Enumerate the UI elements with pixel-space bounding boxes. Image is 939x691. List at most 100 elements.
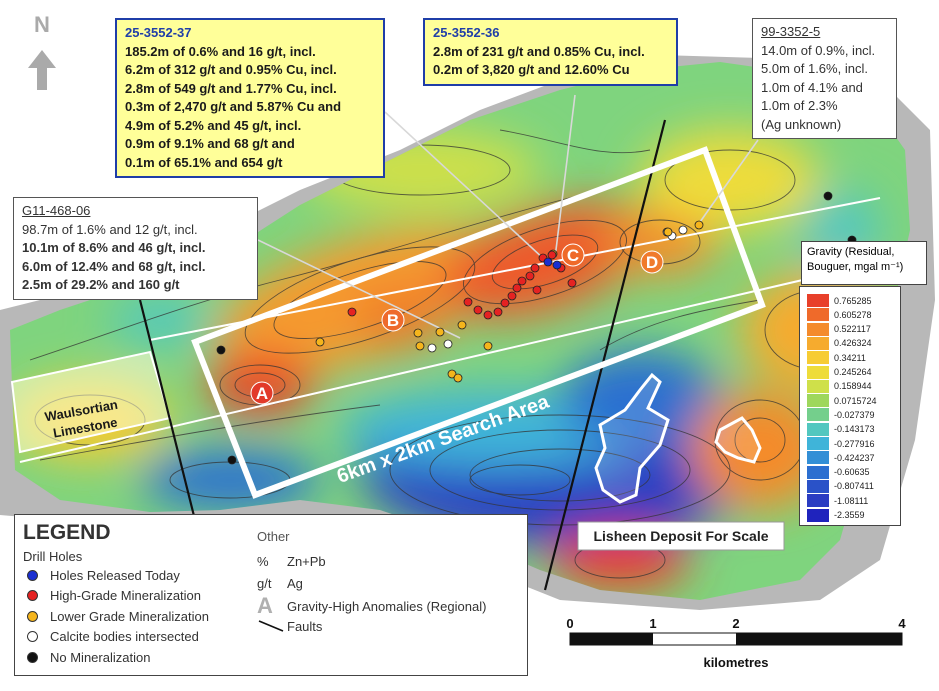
legend-item-label: No Mineralization — [50, 650, 151, 665]
callout-title: G11-468-06 — [22, 203, 91, 218]
callout-25-3552-37: 25-3552-37 185.2m of 0.6% and 16 g/t, in… — [115, 18, 385, 178]
drill-hole-high-grade — [525, 271, 535, 281]
callout-line: 98.7m of 1.6% and 12 g/t, incl. — [22, 221, 198, 237]
drill-hole-none — [823, 191, 833, 201]
drill-hole-released — [543, 257, 553, 267]
drill-hole-calcite — [443, 339, 453, 349]
callout-line: (Ag unknown) — [761, 116, 842, 132]
gravity-swatch — [807, 451, 829, 465]
anomaly-label-b: B — [387, 311, 399, 330]
lisheen-deposit-outline-2 — [714, 416, 762, 464]
callout-title: 99-3352-5 — [761, 24, 821, 39]
callout-line: 10.1m of 8.6% and 46 g/t, incl. — [22, 240, 206, 255]
legend-title: LEGEND — [23, 521, 111, 544]
drill-hole-lower-grade — [663, 227, 673, 237]
black-dot-icon — [27, 652, 38, 663]
scale-tick-label: 0 — [566, 616, 573, 631]
legend-other-item-anomaly: A Gravity-High Anomalies (Regional) — [257, 593, 486, 618]
north-arrow-icon — [28, 50, 56, 90]
drill-hole-high-grade — [483, 310, 493, 320]
legend-symbol: A — [257, 593, 273, 618]
gravity-swatch — [807, 365, 829, 379]
legend-item-label: Calcite bodies intersected — [50, 629, 199, 644]
fault-lines — [138, 119, 667, 591]
callout-99-3352-5: 99-3352-5 14.0m of 0.9%, incl. 5.0m of 1… — [752, 18, 897, 139]
callout-g11-468-06: G11-468-06 98.7m of 1.6% and 12 g/t, inc… — [13, 197, 258, 300]
gravity-scale-value: -0.424237 — [834, 452, 875, 463]
drill-hole-lower-grade — [413, 328, 423, 338]
scale-segment-2-4 — [736, 633, 902, 645]
gravity-swatch — [807, 508, 829, 522]
drill-hole-high-grade — [547, 250, 557, 260]
gravity-scale-row: 0.765285 — [807, 293, 872, 308]
north-arrow: N — [28, 12, 56, 90]
legend-item-high-grade: High-Grade Mineralization — [27, 588, 201, 603]
drill-hole-high-grade — [493, 307, 503, 317]
scale-segment-0-1 — [570, 633, 653, 645]
drill-hole-high-grade — [473, 305, 483, 315]
anomaly-markers — [250, 243, 664, 405]
callout-leader-lines — [257, 94, 759, 339]
legend-other-item-faults: Faults — [257, 618, 322, 634]
gravity-scale-row: -0.60635 — [807, 465, 870, 480]
drill-hole-high-grade — [463, 297, 473, 307]
legend-symbol: % — [257, 554, 269, 569]
north-label: N — [34, 12, 50, 37]
gravity-swatch — [807, 308, 829, 322]
drill-hole-high-grade — [567, 278, 577, 288]
gravity-scale-row: -0.027379 — [807, 407, 875, 422]
callout-line: 14.0m of 0.9%, incl. — [761, 42, 876, 58]
gravity-scale-value: -0.143173 — [834, 424, 875, 435]
legend-other-label: Zn+Pb — [287, 554, 326, 569]
fault-line-icon — [258, 620, 284, 632]
callout-line: 2.8m of 549 g/t and 1.77% Cu, incl. — [125, 80, 337, 96]
legend-item-label: Lower Grade Mineralization — [50, 609, 209, 624]
gravity-swatch — [807, 465, 829, 479]
gravity-swatch — [807, 294, 829, 307]
gravity-scale-value: 0.426324 — [834, 338, 872, 349]
drill-hole-calcite — [427, 343, 437, 353]
gravity-swatch — [807, 322, 829, 336]
callout-line: 1.0m of 2.3% — [761, 98, 838, 113]
callout-25-3552-36: 25-3552-36 2.8m of 231 g/t and 0.85% Cu,… — [423, 18, 678, 86]
drill-hole-lower-grade — [453, 373, 463, 383]
gravity-scale-row: 0.0715724 — [807, 393, 877, 408]
gravity-scale-row: 0.34211 — [807, 350, 866, 365]
callout-line: 1.0m of 4.1% and — [761, 79, 863, 95]
drill-hole-high-grade — [500, 298, 510, 308]
gravity-scale-value: -1.08111 — [834, 495, 869, 506]
gravity-scale-value: 0.522117 — [834, 324, 871, 335]
legend-item-lower-grade: Lower Grade Mineralization — [27, 609, 209, 624]
anomaly-label-a: A — [256, 384, 268, 403]
lisheen-label-box — [577, 521, 785, 551]
gravity-swatch — [807, 336, 829, 350]
callout-line: 5.0m of 1.6%, incl. — [761, 61, 868, 76]
gravity-scale-row: -2.3559 — [807, 508, 865, 523]
drill-hole-high-grade — [532, 285, 542, 295]
drill-hole-lower-grade — [415, 341, 425, 351]
callout-line: 6.2m of 312 g/t and 0.95% Cu, incl. — [125, 62, 337, 77]
gravity-swatch — [807, 394, 829, 408]
gravity-swatch — [807, 351, 829, 365]
drill-hole-high-grade — [517, 276, 527, 286]
scale-tick-label: 2 — [732, 616, 739, 631]
gravity-scale-row: 0.426324 — [807, 336, 872, 351]
drill-hole-lower-grade — [694, 220, 704, 230]
legend-drill-holes-heading: Drill Holes — [23, 549, 83, 564]
drill-hole-calcite — [678, 225, 688, 235]
gravity-swatch — [807, 437, 829, 450]
drill-hole-none — [216, 345, 226, 355]
gravity-scale-value: 0.245264 — [834, 367, 872, 377]
drill-hole-lower-grade — [483, 341, 493, 351]
drill-hole-lower-grade — [315, 337, 325, 347]
orange-dot-icon — [27, 611, 38, 622]
legend-item-no-mineralization: No Mineralization — [27, 650, 150, 665]
callout-line: 185.2m of 0.6% and 16 g/t, incl. — [125, 43, 316, 59]
anomaly-label-d: D — [646, 253, 658, 272]
callout-title: 25-3552-37 — [125, 25, 192, 40]
gravity-scale-row: -1.08111 — [807, 493, 868, 508]
